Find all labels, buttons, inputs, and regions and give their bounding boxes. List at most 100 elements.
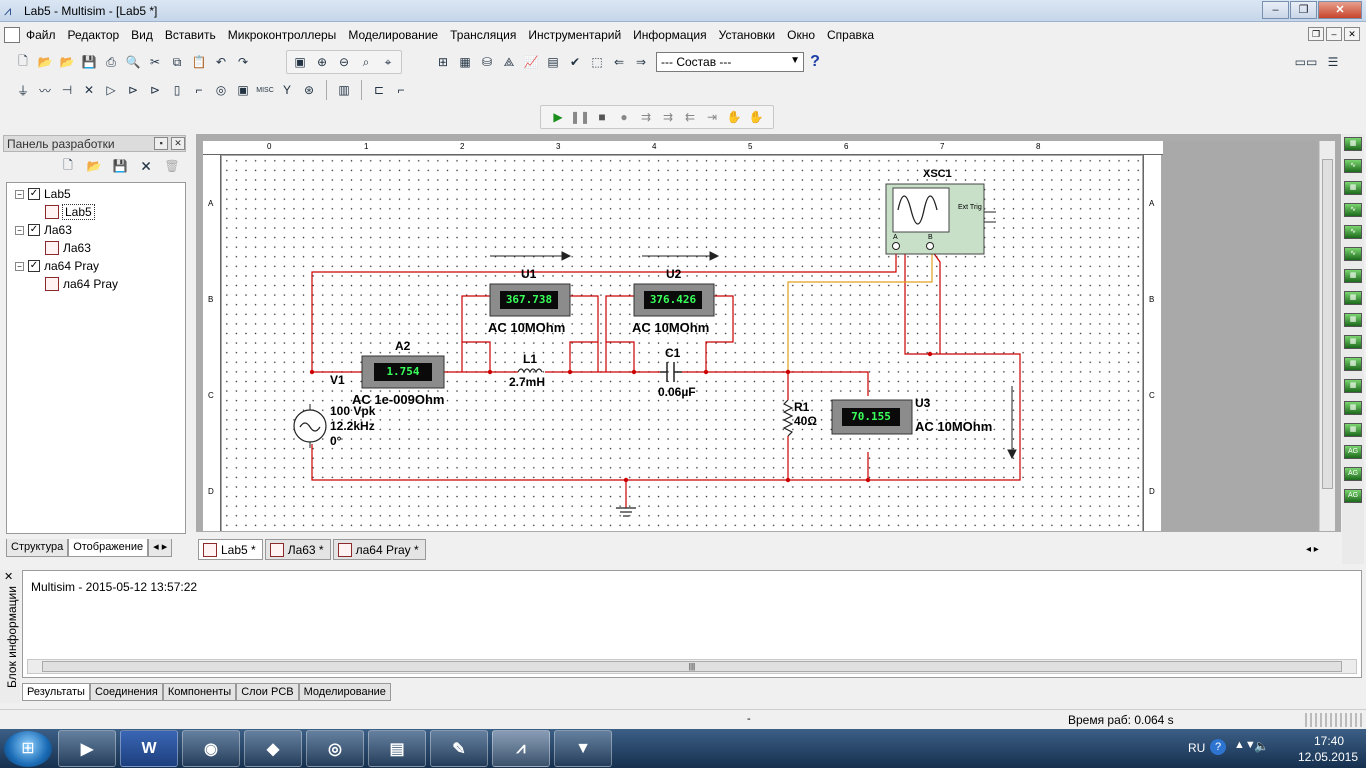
word-generator-icon[interactable]: ▦: [1344, 291, 1362, 305]
tab-components[interactable]: Компоненты: [162, 683, 237, 701]
open-icon[interactable]: 📂: [37, 55, 53, 69]
wattmeter-icon[interactable]: ▦: [1344, 181, 1362, 195]
iv-analyzer-icon[interactable]: ▦: [1344, 357, 1362, 371]
menu-window[interactable]: Окно: [787, 27, 816, 42]
menu-edit[interactable]: Редактор: [67, 27, 120, 42]
document-icon[interactable]: [4, 26, 20, 43]
step-icon[interactable]: ⇉: [640, 110, 652, 124]
misc-digital-icon[interactable]: ▯: [173, 83, 181, 97]
misc-icon[interactable]: MISC: [256, 86, 274, 94]
scrollbar-thumb[interactable]: [1322, 159, 1333, 489]
new-design-icon[interactable]: 🗋: [63, 157, 73, 172]
tree-node-la63[interactable]: − ✓ Ла63: [7, 221, 185, 239]
scrollbar-thumb[interactable]: |||: [42, 661, 1342, 672]
resistor-r1-symbol[interactable]: [782, 399, 794, 437]
clock-date[interactable]: 12.05.2015: [1297, 750, 1358, 764]
bode-plotter-icon[interactable]: ∿: [1344, 247, 1362, 261]
zoom-area-icon[interactable]: ⌕: [362, 54, 370, 69]
tab-la64-pray[interactable]: ла64 Pray *: [332, 539, 426, 560]
menu-options[interactable]: Установки: [718, 27, 776, 42]
agilent-scope-icon[interactable]: AG: [1344, 489, 1362, 503]
mcu-icon[interactable]: ▥: [338, 83, 350, 97]
tree-leaf-lab5[interactable]: Lab5: [7, 203, 185, 221]
close-design-icon[interactable]: 🗙: [141, 157, 151, 172]
ttl-icon[interactable]: ⊳: [127, 83, 139, 97]
power-icon[interactable]: ▣: [237, 83, 249, 97]
menu-insert[interactable]: Вставить: [164, 27, 216, 42]
hand-icon[interactable]: ✋: [726, 110, 742, 124]
menu-simulate[interactable]: Моделирование: [348, 27, 439, 42]
menu-mcu[interactable]: Микроконтроллеры: [227, 27, 337, 42]
cut-icon[interactable]: ✂: [149, 55, 161, 69]
region-icon[interactable]: ⬚: [591, 55, 603, 69]
list-view-icon[interactable]: ☰: [1327, 55, 1339, 69]
tab-la63[interactable]: Ла63 *: [264, 539, 331, 560]
electromechanical-icon[interactable]: ⊛: [303, 83, 315, 97]
menu-view[interactable]: Вид: [131, 27, 153, 42]
transistor-icon[interactable]: ✕: [83, 83, 95, 97]
new-icon[interactable]: 🗋: [18, 53, 28, 68]
checkbox-icon[interactable]: ✓: [28, 224, 40, 236]
help-tray-icon[interactable]: ?: [1210, 739, 1226, 755]
tray-arrows-icon[interactable]: ▲▼: [1234, 739, 1256, 751]
tab-simulation[interactable]: Моделирование: [298, 683, 391, 701]
postprocessor-icon[interactable]: ▤: [547, 55, 559, 69]
panel-pin-button[interactable]: ▪: [154, 137, 169, 150]
agilent-multimeter-icon[interactable]: AG: [1344, 467, 1362, 481]
frequency-counter-icon[interactable]: ▦: [1344, 269, 1362, 283]
logic-analyzer-icon[interactable]: ▦: [1344, 313, 1362, 327]
pause-icon[interactable]: ❚❚: [569, 110, 591, 124]
collapse-icon[interactable]: −: [15, 261, 24, 271]
zoom-in-icon[interactable]: ⊕: [316, 55, 328, 69]
indicator-icon[interactable]: ◎: [215, 83, 227, 97]
tab-nets[interactable]: Соединения: [89, 683, 163, 701]
tab-visibility[interactable]: Отображение: [68, 539, 149, 557]
canvas-vertical-scrollbar[interactable]: [1319, 141, 1335, 531]
four-channel-scope-icon[interactable]: ∿: [1344, 225, 1362, 239]
design-toolbox-icon[interactable]: ⊞: [437, 55, 449, 69]
bus-icon[interactable]: ⌐: [397, 83, 405, 97]
chrome-icon[interactable]: ◎: [306, 730, 364, 767]
menu-file[interactable]: Файл: [26, 27, 56, 42]
checkbox-icon[interactable]: ✓: [28, 188, 40, 200]
basic-icon[interactable]: 〰: [38, 83, 51, 98]
breakpoint-icon[interactable]: ●: [620, 110, 628, 124]
create-component-icon[interactable]: ⟁: [503, 54, 515, 69]
mixed-icon[interactable]: ⌐: [195, 83, 203, 97]
help-icon[interactable]: ?: [810, 53, 820, 70]
multimeter-icon[interactable]: ▦: [1344, 137, 1362, 151]
collapse-icon[interactable]: −: [15, 225, 24, 235]
ac-source-v1-symbol[interactable]: [293, 404, 327, 448]
resize-grip[interactable]: [1305, 713, 1363, 727]
diode-icon[interactable]: ⊣: [61, 83, 73, 97]
print-preview-icon[interactable]: 🔍: [125, 55, 141, 69]
checkbox-icon[interactable]: ✓: [28, 260, 40, 272]
print-icon[interactable]: ⎙: [106, 54, 116, 69]
distortion-analyzer-icon[interactable]: ▦: [1344, 379, 1362, 393]
results-horizontal-scrollbar[interactable]: |||: [27, 659, 1357, 674]
mdi-close-button[interactable]: ✕: [1344, 27, 1360, 41]
collapse-icon[interactable]: −: [15, 189, 24, 199]
oscilloscope-xsc1[interactable]: [885, 183, 996, 255]
inductor-l1-symbol[interactable]: [517, 368, 543, 374]
zoom-fit-icon[interactable]: ⌖: [384, 54, 392, 69]
save-icon[interactable]: 💾: [81, 55, 97, 69]
tree-node-la64[interactable]: − ✓ ла64 Pray: [7, 257, 185, 275]
tab-results[interactable]: Результаты: [22, 683, 90, 701]
instrument-view-icon[interactable]: ▭▭: [1294, 55, 1318, 69]
agilent-generator-icon[interactable]: AG: [1344, 445, 1362, 459]
logic-converter-icon[interactable]: ▦: [1344, 335, 1362, 349]
rf-icon[interactable]: Y: [282, 83, 291, 97]
menu-help[interactable]: Справка: [827, 27, 875, 42]
start-button[interactable]: ⊞: [4, 731, 52, 767]
volume-icon[interactable]: 🔈: [1254, 739, 1269, 753]
zoom-out-icon[interactable]: ⊖: [338, 55, 350, 69]
tab-hierarchy[interactable]: Структура: [6, 539, 69, 557]
in-use-list-select[interactable]: --- Состав --- ▼: [656, 52, 804, 72]
run-icon[interactable]: ▶: [553, 110, 563, 124]
tree-leaf-la63[interactable]: Ла63: [7, 239, 185, 257]
spreadsheet-icon[interactable]: ▦: [459, 55, 471, 69]
tree-node-lab5[interactable]: − ✓ Lab5: [7, 185, 185, 203]
spectrum-analyzer-icon[interactable]: ▦: [1344, 401, 1362, 415]
hierarchical-block-icon[interactable]: ⊏: [373, 83, 385, 97]
